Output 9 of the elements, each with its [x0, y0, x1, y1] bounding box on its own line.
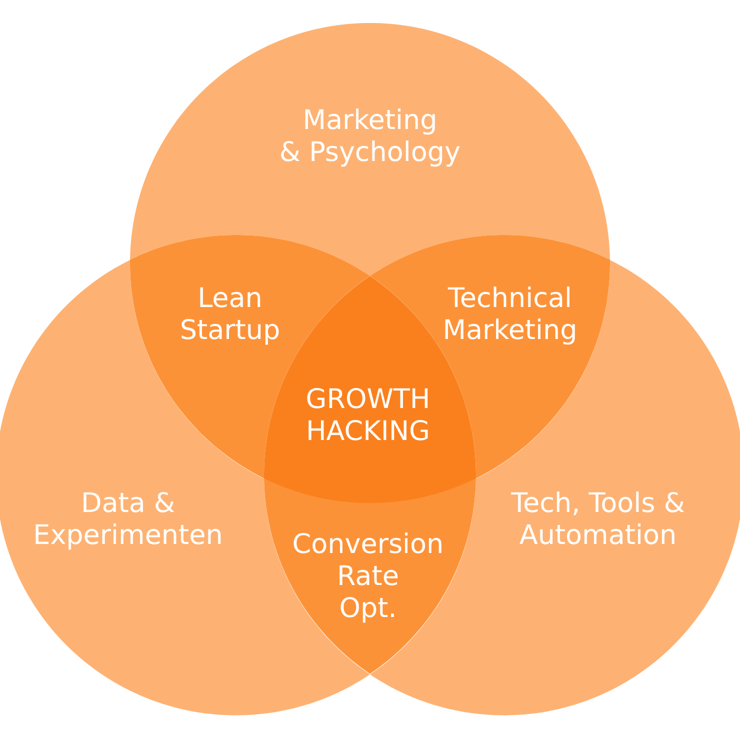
- overlap-label: Lean Startup: [180, 282, 280, 347]
- category-label: Tech, Tools & Automation: [511, 488, 685, 552]
- overlap-label: Conversion Rate Opt.: [292, 528, 444, 625]
- overlap-region: [264, 478, 476, 674]
- category-label: Marketing & Psychology: [279, 104, 461, 169]
- center-label: GROWTH HACKING: [306, 384, 430, 448]
- overlap-label: Technical Marketing: [442, 282, 578, 347]
- category-label: Data & Experimenten: [33, 488, 223, 552]
- circle-region: [130, 23, 610, 276]
